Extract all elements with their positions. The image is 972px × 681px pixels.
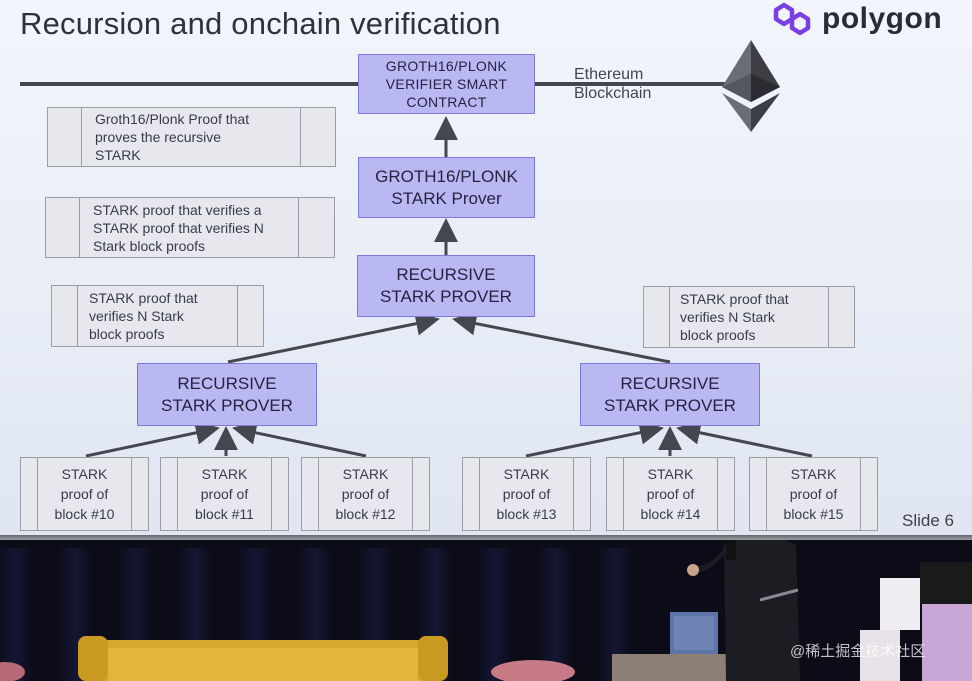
recursive-prover-left-node: RECURSIVE STARK PROVER: [137, 363, 317, 426]
arrow-block12: [232, 420, 367, 458]
polygon-logo-icon: [773, 2, 811, 36]
ethereum-line-right: [534, 82, 730, 86]
ethereum-line-left: [20, 82, 360, 86]
polygon-logo-text: polygon: [822, 2, 943, 35]
ethereum-label: Ethereum Blockchain: [574, 66, 652, 102]
groth-prover-node: GROTH16/PLONK STARK Prover: [358, 157, 535, 218]
arrow-right-to-top: [452, 311, 671, 364]
arrow-block10: [85, 420, 220, 458]
note-right-stark: STARK proof that verifies N Stark block …: [643, 286, 855, 348]
watermark-text: @稀土掘金技术社区: [790, 643, 926, 660]
recursive-prover-right-node: RECURSIVE STARK PROVER: [580, 363, 760, 426]
note-groth-proof: Groth16/Plonk Proof that proves the recu…: [47, 107, 336, 167]
presenter-figure: [687, 540, 800, 681]
note-left-stark: STARK proof that verifies N Stark block …: [51, 285, 264, 347]
arrow-block15: [676, 420, 813, 458]
ethereum-logo-icon: [722, 40, 780, 132]
note-stark-verifies-stark: STARK proof that verifies a STARK proof …: [45, 197, 335, 258]
arrow-block13: [525, 420, 664, 458]
polygon-logo: polygon: [766, 0, 966, 40]
verifier-contract-node: GROTH16/PLONK VERIFIER SMART CONTRACT: [358, 54, 535, 114]
slide-title: Recursion and onchain verification: [20, 6, 501, 41]
diagram-arrows: [85, 116, 813, 458]
recursive-prover-top-node: RECURSIVE STARK PROVER: [357, 255, 535, 317]
stage-area: [0, 540, 972, 681]
presentation-slide: Recursion and onchain verification polyg…: [0, 0, 972, 540]
arrow-left-to-top: [227, 311, 440, 364]
sofa: [78, 636, 448, 681]
slide-number: Slide 6: [902, 511, 954, 530]
